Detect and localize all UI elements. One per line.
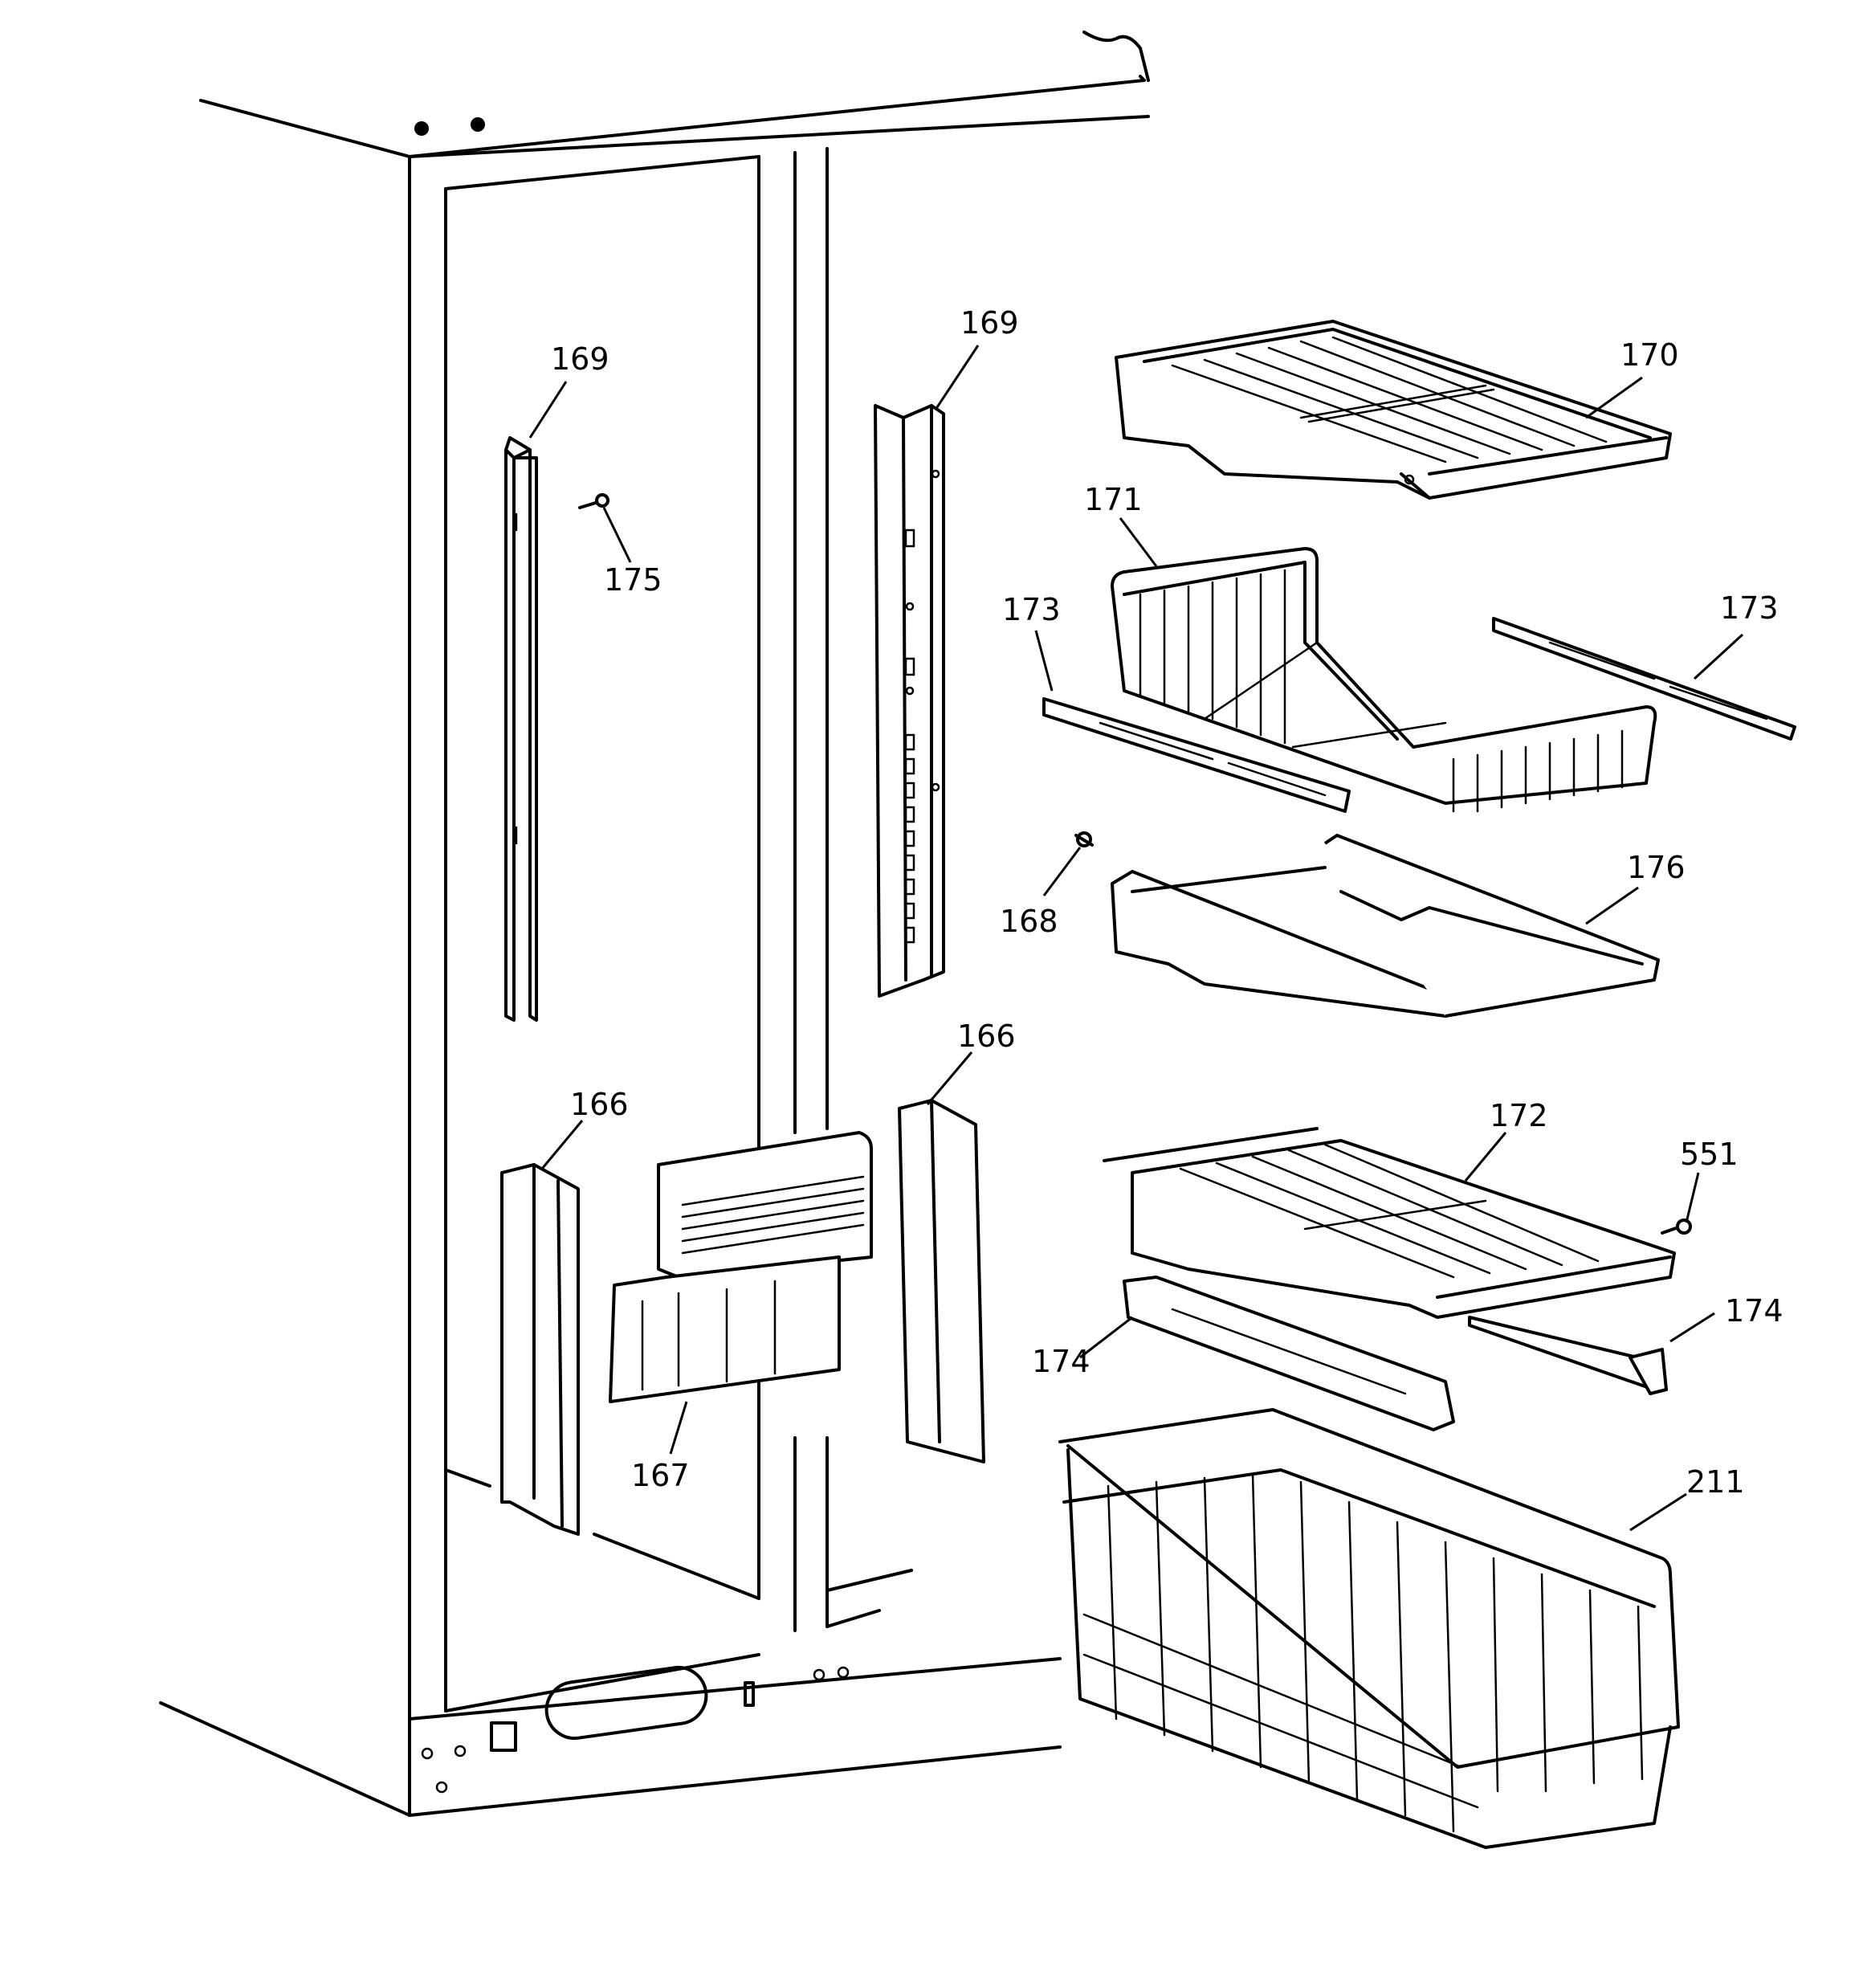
callout-171: 171 <box>1084 482 1143 517</box>
part-174-left-rail <box>1123 1276 1455 1431</box>
callout-168: 168 <box>1000 904 1058 939</box>
callout-169-right: 169 <box>960 305 1019 341</box>
part-169-left-rail <box>504 436 538 1022</box>
part-175-screw <box>578 493 609 509</box>
callout-174-right: 174 <box>1725 1293 1784 1329</box>
callout-leaders <box>528 345 1744 1532</box>
callout-211: 211 <box>1686 1464 1745 1500</box>
callout-174-left: 174 <box>1032 1344 1090 1379</box>
part-172-shelf <box>1103 1127 1676 1319</box>
callout-166-right: 166 <box>957 1018 1016 1054</box>
callout-172: 172 <box>1490 1098 1548 1133</box>
callout-175: 175 <box>604 562 662 598</box>
part-176-shelf-frame <box>1111 834 1660 1018</box>
part-166-left-cover <box>500 1163 580 1536</box>
part-174-right-rail <box>1468 1316 1668 1395</box>
callout-170: 170 <box>1620 337 1679 373</box>
callout-176: 176 <box>1627 850 1686 885</box>
callout-173-right: 173 <box>1720 590 1779 626</box>
callout-166-left: 166 <box>570 1087 629 1122</box>
part-173-left-rail <box>1042 697 1351 813</box>
callout-551: 551 <box>1680 1137 1739 1172</box>
callout-labels: 169 175 169 170 171 173 173 168 176 166 … <box>551 305 1784 1500</box>
part-170-shelf <box>1115 320 1672 500</box>
part-173-right-rail <box>1492 617 1796 741</box>
part-169-right-rail <box>874 404 945 998</box>
part-171-wire-basket <box>1111 547 1657 813</box>
callout-173-left: 173 <box>1002 592 1061 627</box>
part-168-screw <box>1074 831 1094 847</box>
callout-169-left: 169 <box>551 341 609 377</box>
part-167-vent-grille <box>609 1131 873 1403</box>
part-166-right-cover <box>898 1099 985 1463</box>
part-211-wire-basket <box>1058 1408 1680 1849</box>
part-551-screw <box>1661 1219 1692 1235</box>
callout-167: 167 <box>631 1458 690 1493</box>
